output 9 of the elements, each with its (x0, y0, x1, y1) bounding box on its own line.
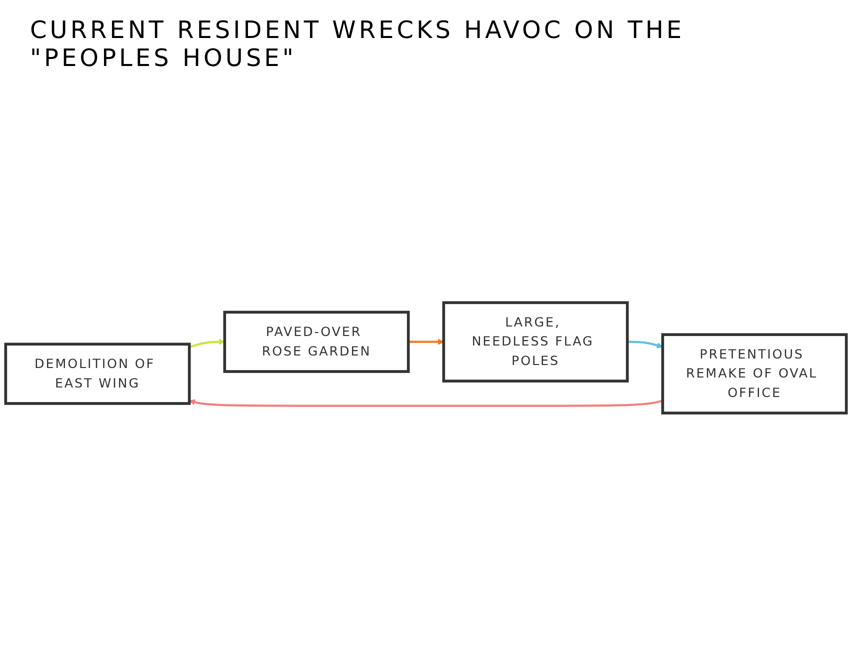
node-box: DEMOLITION OF EAST WING (4, 342, 191, 406)
node-box: PRETENTIOUS REMAKE OF OVAL OFFICE (661, 333, 848, 415)
title: CURRENT RESIDENT WRECKS HAVOC ON THE "PEOPLES HOUSE" (29, 15, 686, 74)
arrow (408, 338, 444, 346)
arrow (189, 338, 225, 348)
arrow (627, 340, 663, 349)
node-box: LARGE, NEEDLESS FLAG POLES (442, 301, 629, 383)
node-box: PAVED-OVER ROSE GARDEN (223, 310, 410, 374)
arrow (189, 399, 663, 407)
